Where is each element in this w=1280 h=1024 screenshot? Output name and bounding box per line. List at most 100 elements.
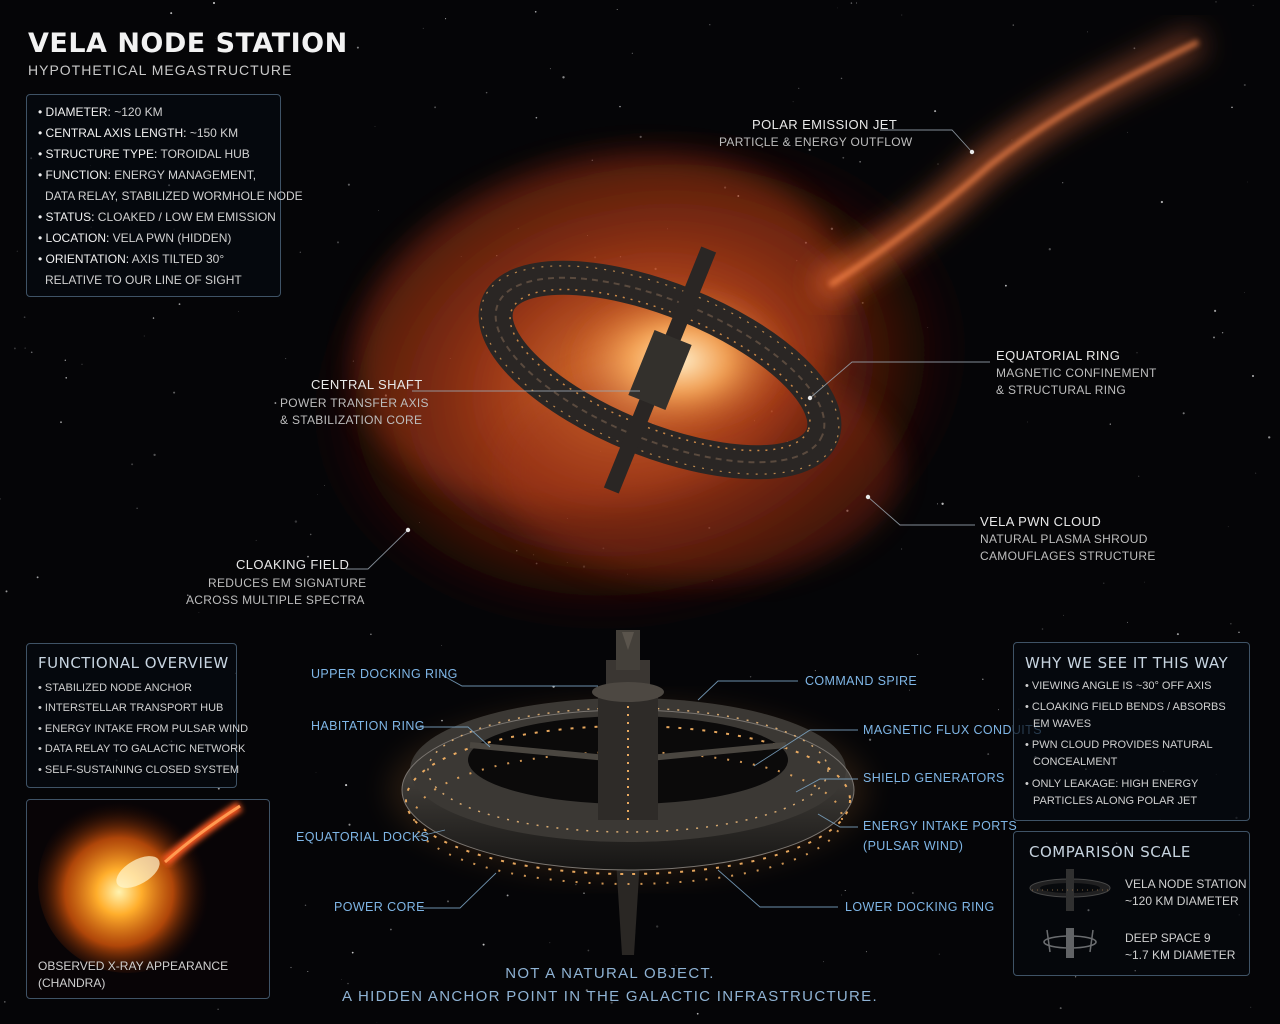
star (285, 358, 287, 360)
why-title: WHY WE SEE IT THIS WAY (1025, 654, 1229, 672)
star (173, 391, 176, 394)
star (0, 498, 1, 500)
star (709, 24, 711, 26)
star (842, 156, 845, 159)
star (441, 719, 443, 722)
xray-caption: OBSERVED X-RAY APPEARANCE (38, 959, 229, 973)
star (441, 645, 443, 646)
callout-central-shaft-desc1: POWER TRANSFER AXIS (280, 396, 429, 410)
star (23, 316, 26, 319)
callout-vela-cloud-desc2: CAMOUFLAGES STRUCTURE (980, 549, 1156, 563)
list-item: • INTERSTELLAR TRANSPORT HUB (38, 702, 224, 714)
star (289, 578, 292, 580)
spec-row: • DIAMETER: ~120 KM (38, 105, 163, 119)
star (941, 502, 944, 505)
star (792, 101, 794, 103)
callout-vela-cloud-desc1: NATURAL PLASMA SHROUD (980, 532, 1148, 546)
star (348, 823, 351, 826)
callout-cloaking-field-desc1: REDUCES EM SIGNATURE (208, 576, 367, 590)
star (1087, 31, 1088, 33)
star (307, 970, 309, 973)
star (1238, 631, 1240, 634)
page-subtitle: HYPOTHETICAL MEGASTRUCTURE (28, 62, 293, 78)
list-item: EM WAVES (1033, 718, 1092, 730)
spec-row: • STATUS: CLOAKED / LOW EM EMISSION (38, 210, 276, 224)
list-item: • CLOAKING FIELD BENDS / ABSORBS (1025, 701, 1226, 713)
spec-panel: • DIAMETER: ~120 KM • CENTRAL AXIS LENGT… (26, 94, 303, 297)
star (1244, 292, 1245, 293)
star (1215, 1, 1217, 3)
star (1176, 633, 1179, 636)
list-item: • VIEWING ANGLE IS ~30° OFF AXIS (1025, 680, 1212, 692)
station-detail-illustration (388, 630, 868, 955)
callout-central-shaft-title: CENTRAL SHAFT (311, 377, 423, 392)
star (215, 37, 217, 39)
list-item: • STABILIZED NODE ANCHOR (38, 682, 193, 694)
star (224, 50, 227, 53)
comparison-vela-name: VELA NODE STATION (1125, 877, 1247, 891)
star (376, 1022, 378, 1023)
star (5, 590, 8, 593)
callout-cloaking-field-desc2: ACROSS MULTIPLE SPECTRA (186, 593, 365, 607)
star (535, 116, 538, 119)
star (422, 27, 424, 29)
callout-dots (405, 149, 975, 533)
star (814, 670, 816, 672)
star (1230, 623, 1232, 625)
star (315, 772, 317, 773)
star (30, 351, 33, 354)
star (347, 183, 350, 186)
star (631, 52, 633, 54)
star (238, 310, 239, 312)
page-title: VELA NODE STATION (28, 28, 348, 59)
spec-row: • FUNCTION: ENERGY MANAGEMENT, (38, 168, 257, 182)
star (841, 894, 843, 896)
star (562, 76, 565, 79)
star (198, 612, 200, 613)
star (351, 951, 354, 954)
star (143, 335, 145, 337)
label-magnetic-flux-conduits: MAGNETIC FLUX CONDUITS (863, 723, 1042, 737)
star (610, 1001, 613, 1004)
station-in-nebula (478, 246, 842, 494)
callout-cloaking-field-title: CLOAKING FIELD (236, 557, 350, 572)
star (1133, 47, 1136, 50)
callout-polar-jet-title: POLAR EMISSION JET (752, 117, 898, 132)
label-upper-docking-ring: UPPER DOCKING RING (311, 667, 458, 681)
star (1109, 423, 1111, 425)
star (447, 900, 449, 903)
star (938, 953, 940, 955)
spec-row: DATA RELAY, STABILIZED WORMHOLE NODE (45, 189, 303, 203)
star (307, 555, 309, 558)
star (859, 161, 861, 163)
star (1252, 375, 1254, 377)
functional-overview-panel: FUNCTIONAL OVERVIEW • STABILIZED NODE AN… (26, 643, 248, 788)
star (1231, 106, 1233, 109)
star (912, 892, 914, 894)
star (901, 847, 905, 851)
star (136, 507, 138, 509)
star (587, 949, 590, 952)
star (290, 966, 292, 969)
star (64, 359, 66, 361)
star (65, 377, 67, 379)
star (1136, 352, 1138, 354)
star (81, 363, 83, 365)
star (987, 753, 990, 756)
star (856, 2, 857, 4)
label-power-core: POWER CORE (334, 900, 425, 914)
star (294, 520, 298, 523)
star (1103, 582, 1105, 584)
star (1227, 526, 1229, 528)
star (616, 9, 618, 11)
list-item: • DATA RELAY TO GALACTIC NETWORK (38, 743, 246, 755)
star (170, 12, 173, 15)
xray-image (26, 793, 269, 998)
star (309, 533, 312, 536)
star (868, 738, 872, 741)
star (24, 347, 26, 349)
station-callout-lines (415, 674, 858, 909)
functional-overview-title: FUNCTIONAL OVERVIEW (38, 654, 229, 672)
star (850, 2, 853, 4)
